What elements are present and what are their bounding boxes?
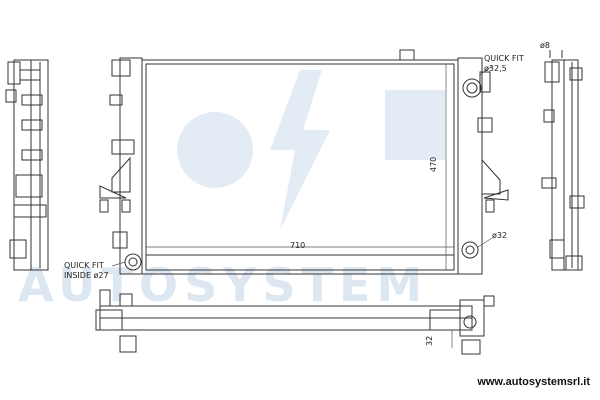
dimension-height-label: 470 xyxy=(429,156,438,172)
dimension-width-label: 710 xyxy=(290,241,306,250)
watermark-column-icon xyxy=(385,90,445,160)
right-side-view xyxy=(541,50,585,271)
front-right-tank xyxy=(457,57,509,275)
dimension-thickness-label: 32 xyxy=(425,335,434,346)
quick-fit-bottom-callout-line2: INSIDE ø27 xyxy=(64,271,109,280)
quick-fit-top-callout-line2: ø32,5 xyxy=(484,64,507,73)
outlet-diameter-callout: ø32 xyxy=(492,231,508,240)
watermark-bolt-icon xyxy=(270,70,330,230)
watermark-gear-icon xyxy=(177,112,253,188)
website-link[interactable]: www.autosystemsrl.it xyxy=(477,376,590,388)
bottom-view xyxy=(95,289,495,355)
quick-fit-bottom-callout-line1: QUICK FIT xyxy=(64,261,104,270)
dimension-side-depth-label: ø8 xyxy=(540,41,550,50)
left-side-view xyxy=(5,59,49,271)
front-left-tank xyxy=(99,57,143,275)
watermark-graphics xyxy=(177,70,445,230)
dimension-lines xyxy=(111,64,493,348)
quick-fit-top-callout-line1: QUICK FIT xyxy=(484,54,524,63)
